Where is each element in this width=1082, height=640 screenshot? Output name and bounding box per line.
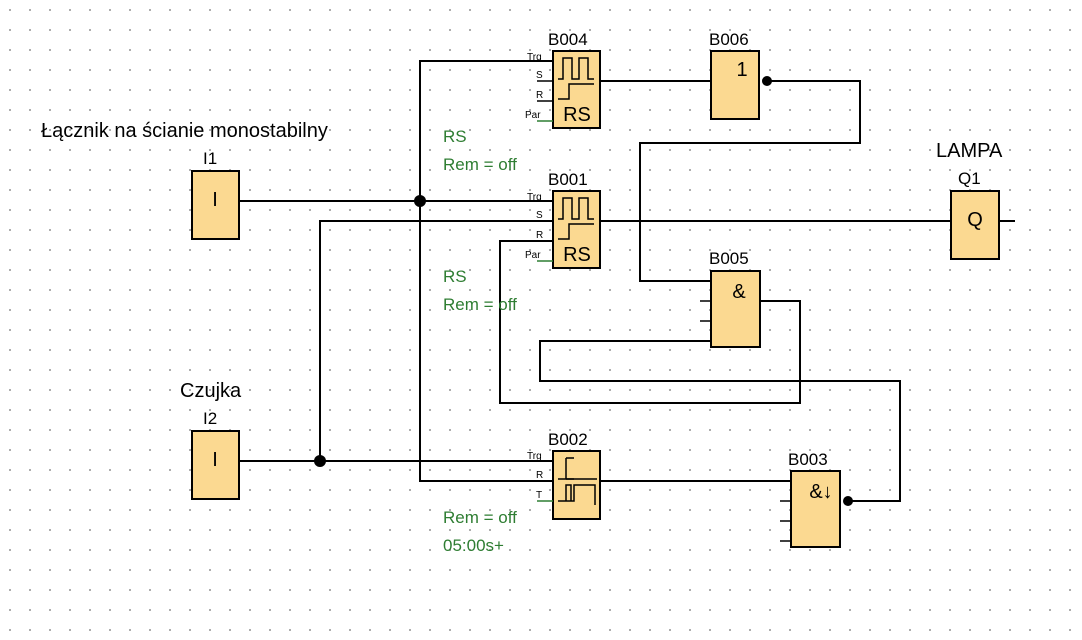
step-icon — [558, 223, 594, 240]
block-name: B006 — [709, 30, 749, 49]
wires — [240, 60, 1015, 502]
pulse-icon — [558, 57, 594, 80]
block-name: B005 — [709, 249, 749, 268]
timer-pulse-icon — [558, 484, 596, 505]
pin-trg-label: Trg — [527, 192, 542, 203]
wire-b006-b005[interactable] — [639, 80, 861, 282]
pin-stub — [780, 500, 791, 542]
block-body[interactable] — [710, 270, 761, 348]
rs-symbol: RS — [563, 244, 591, 266]
param-line: Rem = off — [443, 508, 517, 527]
block-name: B003 — [788, 450, 828, 469]
rs-symbol: RS — [563, 104, 591, 126]
block-body[interactable] — [552, 50, 601, 129]
output-symbol: Q — [967, 209, 983, 231]
block-b006[interactable]: B006 1 — [709, 30, 760, 120]
block-b003[interactable]: B003 &↓ — [780, 450, 841, 548]
output-name: Q1 — [958, 169, 981, 188]
block-b005[interactable]: B005 & — [700, 249, 761, 348]
params-b001: RS Rem = off — [443, 267, 517, 314]
pulse-icon — [558, 197, 594, 220]
and-symbol: & — [732, 281, 746, 303]
pin-s-label: S — [536, 70, 543, 81]
pin-stub — [700, 300, 711, 322]
pin-trg-label: Trg — [527, 52, 542, 63]
input-block-i1[interactable]: I1 I — [191, 149, 240, 240]
param-line: Rem = off — [443, 295, 517, 314]
wire-i1-b002-r[interactable] — [419, 201, 553, 482]
pin-trg-label: Trg — [527, 451, 542, 462]
pin-stub — [537, 200, 553, 242]
pin-stub — [537, 60, 553, 102]
negation-dot-b003 — [843, 496, 853, 506]
output-block-q1[interactable]: Q1 Q — [950, 169, 1000, 260]
block-b002[interactable]: B002 Trg R T — [527, 430, 601, 520]
not-symbol: 1 — [736, 59, 747, 81]
param-line: 05:00s+ — [443, 536, 504, 555]
pin-r-label: R — [536, 230, 543, 241]
wire-b005-b001-r[interactable] — [499, 240, 801, 404]
pin-r-label: R — [536, 90, 543, 101]
block-name: B004 — [548, 30, 588, 49]
pin-t-label: T — [536, 490, 542, 501]
param-line: RS — [443, 267, 467, 286]
block-b001[interactable]: B001 Trg S R Par RS — [525, 170, 601, 269]
param-line: Rem = off — [443, 155, 517, 174]
pin-s-label: S — [536, 210, 543, 221]
block-b004[interactable]: B004 Trg S R Par RS — [525, 30, 601, 129]
junction-dot — [414, 195, 426, 207]
input-symbol: I — [212, 449, 218, 471]
input-symbol: I — [212, 189, 218, 211]
input-body[interactable] — [191, 170, 240, 240]
switch-label: Łącznik na ścianie monostabilny — [41, 120, 328, 142]
input-block-i2[interactable]: I2 I — [191, 409, 240, 500]
wire-b003-b005[interactable] — [539, 340, 901, 502]
param-line: RS — [443, 127, 467, 146]
pin-par-label: Par — [525, 110, 541, 121]
wire-i2-b001-s[interactable] — [319, 220, 553, 461]
block-body[interactable] — [552, 190, 601, 269]
input-name: I2 — [203, 409, 217, 428]
input-name: I1 — [203, 149, 217, 168]
pin-r-label: R — [536, 470, 543, 481]
block-body[interactable] — [790, 470, 841, 548]
input-body[interactable] — [191, 430, 240, 500]
wire-i1-b004-trg[interactable] — [419, 60, 553, 201]
pin-stub — [537, 460, 553, 482]
pin-par-label: Par — [525, 250, 541, 261]
output-body[interactable] — [950, 190, 1000, 260]
junction-dot — [314, 455, 326, 467]
block-name: B002 — [548, 430, 588, 449]
block-name: B001 — [548, 170, 588, 189]
block-body[interactable] — [710, 50, 760, 120]
lamp-label: LAMPA — [936, 140, 1003, 162]
params-b004: RS Rem = off — [443, 127, 517, 174]
params-b002: Rem = off 05:00s+ — [443, 508, 517, 555]
negation-dot-b006 — [762, 76, 772, 86]
sensor-label: Czujka — [180, 380, 242, 402]
step-icon — [558, 83, 594, 100]
nand-edge-symbol: &↓ — [809, 481, 832, 503]
